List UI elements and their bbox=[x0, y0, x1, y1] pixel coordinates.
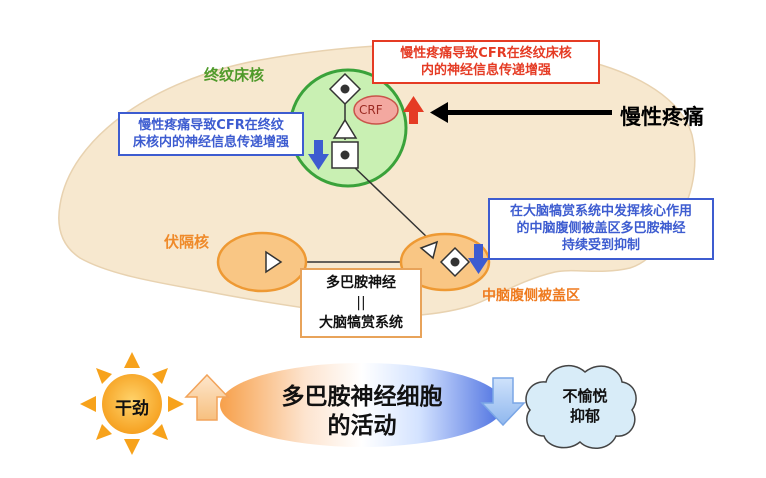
sun-icon bbox=[80, 352, 184, 455]
red-callout-line-1: 慢性疼痛导致CFR在终纹床核 bbox=[400, 46, 572, 61]
activity-line-1: 多巴胺神经细胞 bbox=[281, 384, 443, 410]
blue-left-callout-line-1: 慢性疼痛导致CFR在终纹 bbox=[138, 118, 284, 133]
activity-line-2: 的活动 bbox=[327, 413, 397, 439]
blue-right-callout-line-1: 在大脑犒赏系统中发挥核心作用 bbox=[509, 204, 692, 219]
equals-sign: || bbox=[356, 295, 366, 311]
blue-right-callout-box: 在大脑犒赏系统中发挥核心作用 的中脑腹侧被盖区多巴胺神经 持续受到抑制 bbox=[488, 198, 714, 260]
nacc-ellipse bbox=[216, 231, 308, 293]
cloud-icon bbox=[525, 364, 637, 449]
vta-neuron bbox=[439, 246, 471, 278]
bnst-neuron-top bbox=[328, 72, 362, 106]
vta-label: 中脑腹侧被盖区 bbox=[482, 288, 580, 304]
dopamine-neuron-text: 多巴胺神经 bbox=[326, 275, 396, 291]
bnst-to-vta-line bbox=[351, 164, 431, 241]
red-callout-box: 慢性疼痛导致CFR在终纹床核 内的神经信息传递增强 bbox=[372, 40, 600, 84]
bnst-synapse-triangle bbox=[332, 118, 358, 139]
increase-arrow bbox=[184, 373, 230, 421]
blue-right-callout-line-3: 持续受到抑制 bbox=[561, 238, 640, 253]
sun-label: 干劲 bbox=[115, 399, 149, 419]
bnst-neuron-bottom bbox=[331, 141, 359, 169]
cloud-label-line-1: 不愉悦 bbox=[562, 387, 608, 405]
chronic-pain-label: 慢性疼痛 bbox=[620, 105, 704, 129]
blue-down-arrow-bnst bbox=[308, 140, 329, 170]
blue-down-arrow-vta bbox=[468, 244, 489, 274]
blue-left-callout-box: 慢性疼痛导致CFR在终纹 床核内的神经信息传递增强 bbox=[118, 112, 304, 156]
vta-synapse-triangle bbox=[419, 240, 439, 260]
blue-right-callout-line-2: 的中脑腹侧被盖区多巴胺神经 bbox=[516, 221, 686, 236]
reward-system-text: 大脑犒赏系统 bbox=[319, 315, 403, 331]
decrease-arrow bbox=[480, 377, 526, 427]
chronic-pain-arrow bbox=[430, 102, 612, 123]
cloud-label-line-2: 抑郁 bbox=[569, 407, 600, 425]
red-callout-line-2: 内的神经信息传递增强 bbox=[420, 63, 551, 78]
crf-label: CRF bbox=[359, 103, 383, 117]
nacc-label: 伏隔核 bbox=[164, 233, 210, 251]
nacc-synapse-triangle bbox=[265, 250, 283, 274]
blue-left-callout-line-2: 床核内的神经信息传递增强 bbox=[132, 135, 289, 150]
crf-oval bbox=[353, 95, 399, 125]
activity-ellipse bbox=[220, 363, 504, 447]
bnst-label: 终纹床核 bbox=[204, 66, 265, 84]
dopamine-system-box: 多巴胺神经 || 大脑犒赏系统 bbox=[300, 268, 422, 338]
red-up-arrow bbox=[403, 96, 424, 124]
